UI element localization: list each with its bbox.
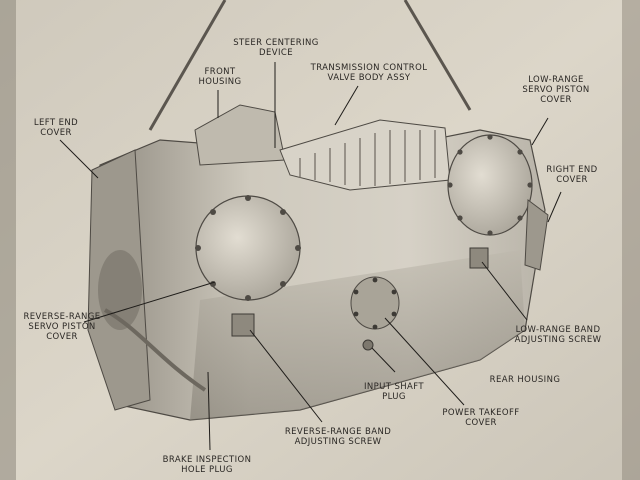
page-shadow-left <box>0 0 16 480</box>
label-reverse-range-servo-piston-cover: REVERSE-RANGE SERVO PISTON COVER <box>23 312 101 342</box>
page-shadow-right <box>622 0 640 480</box>
label-rear-housing: REAR HOUSING <box>489 375 561 385</box>
brake-pipe <box>104 308 207 392</box>
label-brake-inspection-hole-plug: BRAKE INSPECTION HOLE PLUG <box>162 455 252 475</box>
low-range-screw-shape <box>469 247 489 269</box>
leader-lines <box>59 62 562 451</box>
label-power-takeoff-cover: POWER TAKEOFF COVER <box>442 408 520 428</box>
label-steer-centering-device: STEER CENTERING DEVICE <box>233 38 319 58</box>
power-takeoff-cover-shape <box>350 276 400 330</box>
label-front-housing: FRONT HOUSING <box>198 67 242 87</box>
label-transmission-control-valve-body: TRANSMISSION CONTROL VALVE BODY ASSY <box>310 63 428 83</box>
label-input-shaft-plug: INPUT SHAFT PLUG <box>363 382 425 402</box>
label-right-end-cover: RIGHT END COVER <box>546 165 598 185</box>
cover-bolts <box>195 134 533 301</box>
label-low-range-servo-piston-cover: LOW-RANGE SERVO PISTON COVER <box>522 75 590 105</box>
right-end-cover-shape <box>524 199 549 271</box>
label-reverse-range-band-adjusting-screw: REVERSE-RANGE BAND ADJUSTING SCREW <box>284 427 392 447</box>
front-housing-top <box>194 104 286 166</box>
reverse-range-screw-shape <box>231 313 255 337</box>
lifting-chain-right <box>403 0 472 111</box>
valve-body-ribs <box>299 130 436 186</box>
left-end-bell <box>98 250 142 330</box>
input-shaft-plug-shape <box>362 339 374 351</box>
label-left-end-cover: LEFT END COVER <box>33 118 79 138</box>
pto-bolts <box>353 277 397 330</box>
label-low-range-band-adjusting-screw: LOW-RANGE BAND ADJUSTING SCREW <box>514 325 602 345</box>
lifting-chain-left <box>148 0 227 131</box>
